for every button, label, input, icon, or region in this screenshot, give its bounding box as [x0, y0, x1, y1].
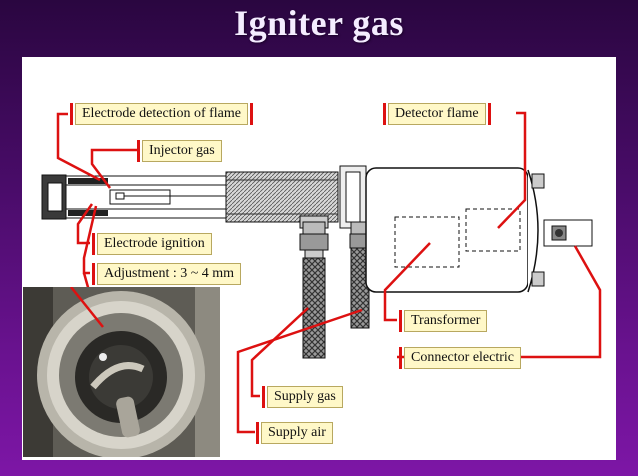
label-transformer-text: Transformer — [411, 313, 481, 328]
label-detector-flame-text: Detector flame — [395, 106, 479, 121]
label-injector-gas: Injector gas — [137, 140, 222, 162]
label-transformer: Transformer — [399, 310, 488, 332]
lance-tube — [41, 174, 227, 220]
knurled-body — [225, 165, 367, 229]
label-connector-electric-text: Connector electric — [411, 350, 515, 365]
label-electrode-detection-text: Electrode detection of flame — [82, 106, 241, 121]
label-electrode-detection: Electrode detection of flame — [70, 103, 253, 125]
detector-housing — [365, 167, 593, 293]
label-adjustment-text: Adjustment : 3 ~ 4 mm — [104, 266, 235, 281]
label-detector-flame: Detector flame — [383, 103, 491, 125]
igniter-tip-photo — [23, 287, 220, 457]
label-electrode-ignition: Electrode ignition — [92, 233, 212, 255]
label-supply-gas: Supply gas — [262, 386, 343, 408]
label-adjustment: Adjustment : 3 ~ 4 mm — [92, 263, 242, 285]
supply-hoses — [299, 221, 371, 359]
label-electrode-ignition-text: Electrode ignition — [104, 236, 205, 251]
label-supply-air: Supply air — [256, 422, 333, 444]
label-supply-air-text: Supply air — [268, 425, 326, 440]
label-connector-electric: Connector electric — [399, 347, 522, 369]
slide-title: Igniter gas — [234, 3, 404, 43]
label-injector-gas-text: Injector gas — [149, 143, 215, 158]
label-supply-gas-text: Supply gas — [274, 389, 336, 404]
